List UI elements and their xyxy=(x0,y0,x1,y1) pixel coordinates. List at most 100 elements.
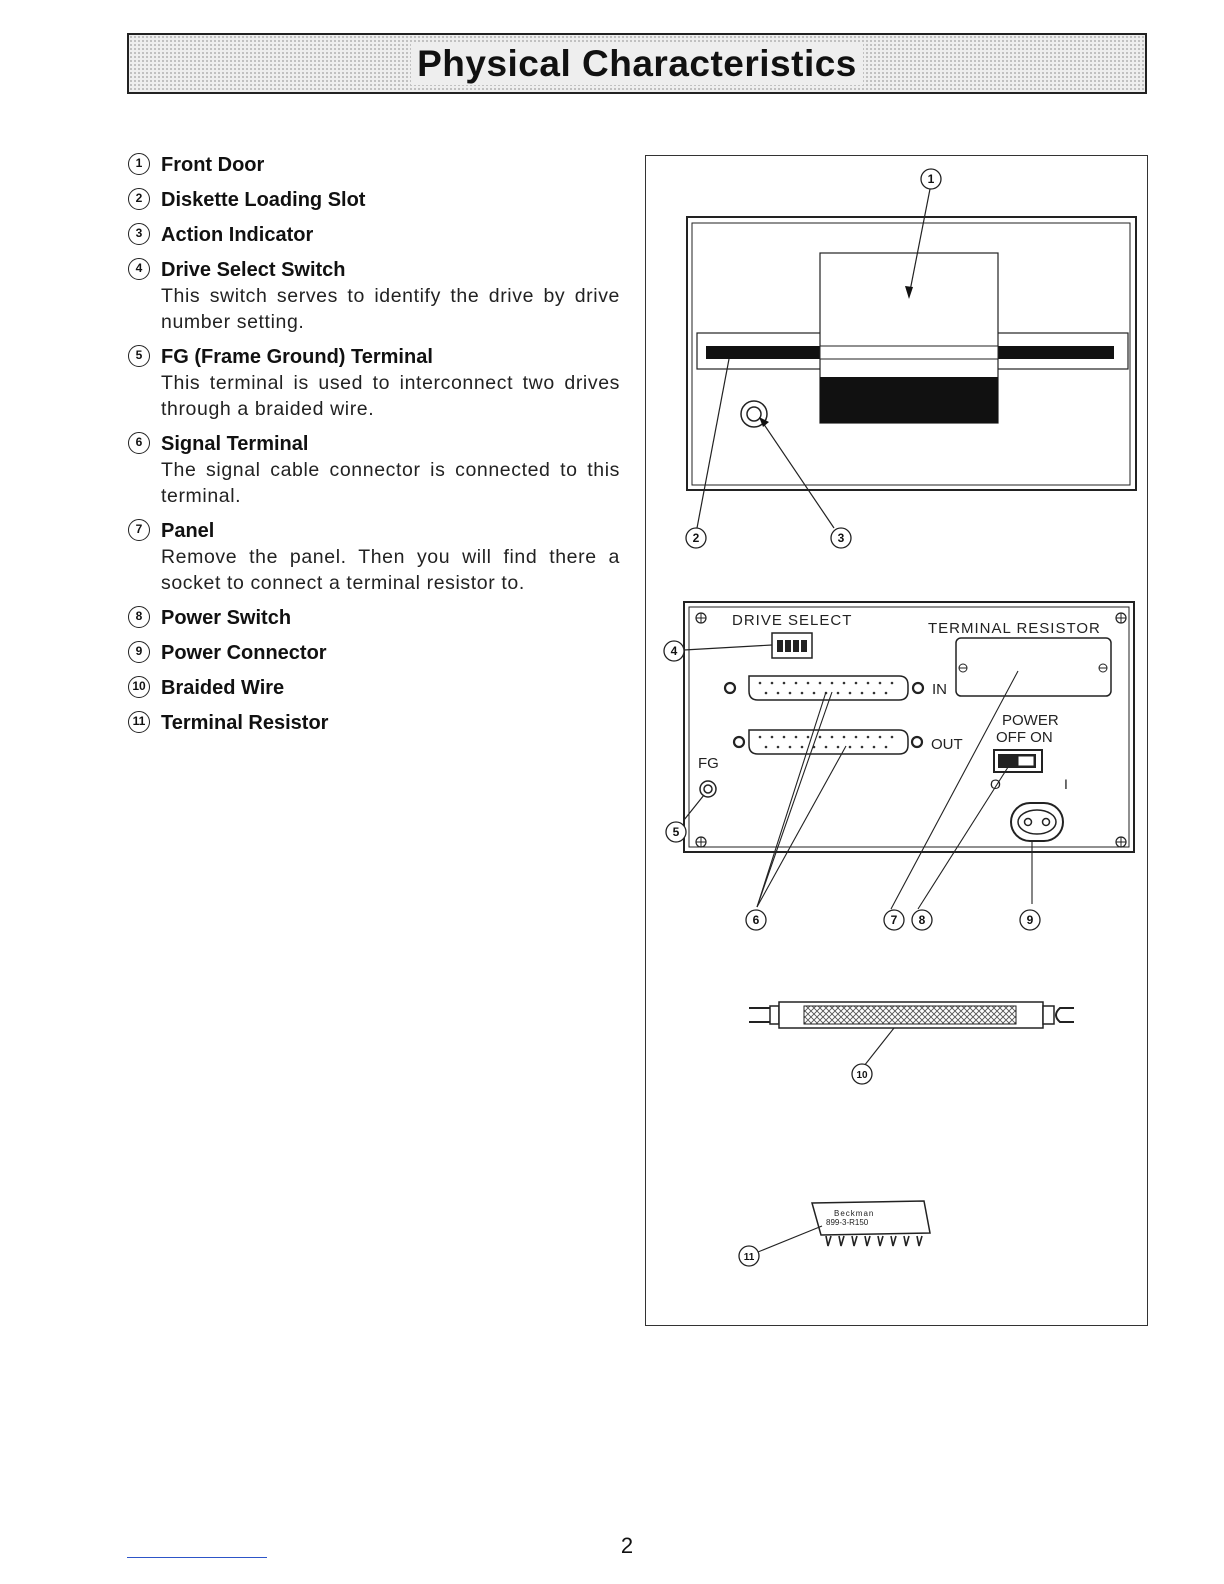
svg-text:6: 6 xyxy=(753,913,760,927)
power-connector-socket xyxy=(1017,809,1057,835)
svg-text:9: 9 xyxy=(1027,913,1034,927)
leader-line xyxy=(756,691,833,908)
svg-text:5: 5 xyxy=(673,825,680,839)
item-number: 11 xyxy=(128,711,150,733)
dip-toggle xyxy=(801,640,807,652)
in-label: IN xyxy=(932,681,947,698)
list-item: 1 Front Door xyxy=(128,152,620,178)
resistor-marking: 899-3-R150 xyxy=(826,1218,869,1227)
power-pin xyxy=(1041,817,1051,827)
item-number: 8 xyxy=(128,606,150,628)
arrow-head xyxy=(905,286,913,299)
front-view xyxy=(686,188,1137,529)
leader-line xyxy=(756,745,847,908)
item-number: 4 xyxy=(128,258,150,280)
wire-lug-right xyxy=(1055,1007,1074,1023)
screw-icon xyxy=(1098,663,1108,673)
signal-terminal-in xyxy=(748,675,909,701)
panel xyxy=(955,637,1112,697)
callout-1: 1 xyxy=(920,168,942,190)
title-banner: Physical Characteristics xyxy=(127,33,1147,94)
resistor-pins xyxy=(825,1235,923,1247)
leader-line xyxy=(908,188,931,297)
connector-pins xyxy=(758,681,894,695)
front-bezel-inner xyxy=(691,222,1131,486)
item-title: Power Connector xyxy=(161,642,327,664)
fg-terminal-screw xyxy=(703,784,713,794)
item-description: This switch serves to identify the drive… xyxy=(161,285,620,333)
item-title: Panel xyxy=(161,520,215,542)
list-item: 3 Action Indicator xyxy=(128,222,620,248)
callout-2: 2 xyxy=(685,527,707,549)
item-list: 1 Front Door 2 Diskette Loading Slot 3 A… xyxy=(128,152,620,745)
list-item: 4 Drive Select Switch This switch serves… xyxy=(128,257,620,335)
list-item: 7 Panel Remove the panel. Then you will … xyxy=(128,518,620,596)
item-title: Diskette Loading Slot xyxy=(161,189,366,211)
power-label: POWER xyxy=(1002,712,1059,729)
svg-text:10: 10 xyxy=(856,1070,868,1081)
page-title: Physical Characteristics xyxy=(411,42,863,85)
svg-text:4: 4 xyxy=(671,644,678,658)
item-number: 10 xyxy=(128,676,150,698)
item-title: Power Switch xyxy=(161,607,292,629)
connector-screw-icon xyxy=(910,735,924,749)
svg-text:2: 2 xyxy=(693,531,700,545)
item-description: The signal cable connector is connected … xyxy=(161,459,620,507)
wire-crimp xyxy=(1042,1005,1055,1025)
dip-toggle xyxy=(785,640,791,652)
list-item: 2 Diskette Loading Slot xyxy=(128,187,620,213)
rear-panel xyxy=(683,601,1135,853)
rear-panel-inner xyxy=(688,606,1130,848)
screw-icon xyxy=(1115,612,1127,624)
resistor-body xyxy=(811,1200,931,1236)
item-title: Action Indicator xyxy=(161,224,314,246)
item-number: 3 xyxy=(128,223,150,245)
rear-view: DRIVE SELECT TERMINAL RESISTOR IN xyxy=(683,601,1135,910)
leader-line xyxy=(757,1225,823,1253)
leader-line xyxy=(696,358,730,529)
leader-line xyxy=(863,1027,895,1067)
arrow-head xyxy=(759,417,769,427)
list-item: 5 FG (Frame Ground) Terminal This termin… xyxy=(128,344,620,422)
dip-toggle xyxy=(777,640,783,652)
footer-rule xyxy=(127,1557,267,1558)
power-switch-knob xyxy=(1017,755,1035,767)
leader-line xyxy=(890,670,1019,910)
item-number: 5 xyxy=(128,345,150,367)
callout-8: 8 xyxy=(911,909,933,931)
item-title: Terminal Resistor xyxy=(161,712,329,734)
callout-7: 7 xyxy=(883,909,905,931)
item-number: 6 xyxy=(128,432,150,454)
item-description: Remove the panel. Then you will find the… xyxy=(161,546,620,594)
wire-braid xyxy=(803,1005,1017,1025)
list-item: 11 Terminal Resistor xyxy=(128,710,620,736)
action-indicator-lens xyxy=(746,406,762,422)
wire-crimp xyxy=(769,1005,780,1025)
item-title: FG (Frame Ground) Terminal xyxy=(161,346,433,368)
callout-4: 4 xyxy=(663,640,685,662)
screw-icon xyxy=(1115,836,1127,848)
item-number: 1 xyxy=(128,153,150,175)
svg-text:7: 7 xyxy=(891,913,898,927)
power-pin xyxy=(1023,817,1033,827)
front-door-slot-gap xyxy=(819,345,999,360)
leader-line xyxy=(683,794,705,821)
item-number: 7 xyxy=(128,519,150,541)
signal-terminal-out xyxy=(748,729,909,755)
callout-9: 9 xyxy=(1019,909,1041,931)
list-item: 8 Power Switch xyxy=(128,605,620,631)
screw-icon xyxy=(695,612,707,624)
leader-line xyxy=(756,691,827,908)
fg-terminal xyxy=(699,780,717,798)
illustration-panel: DRIVE SELECT TERMINAL RESISTOR IN xyxy=(645,155,1148,1326)
list-item: 10 Braided Wire xyxy=(128,675,620,701)
list-item: 9 Power Connector xyxy=(128,640,620,666)
braided-wire xyxy=(749,1001,1074,1067)
page-number: 2 xyxy=(620,1533,634,1558)
svg-text:3: 3 xyxy=(838,531,845,545)
callout-11: 11 xyxy=(738,1245,760,1267)
leader-line xyxy=(917,763,1011,910)
power-connector xyxy=(1010,802,1064,842)
switch-i-label: I xyxy=(1064,776,1068,792)
fg-label: FG xyxy=(698,755,719,772)
